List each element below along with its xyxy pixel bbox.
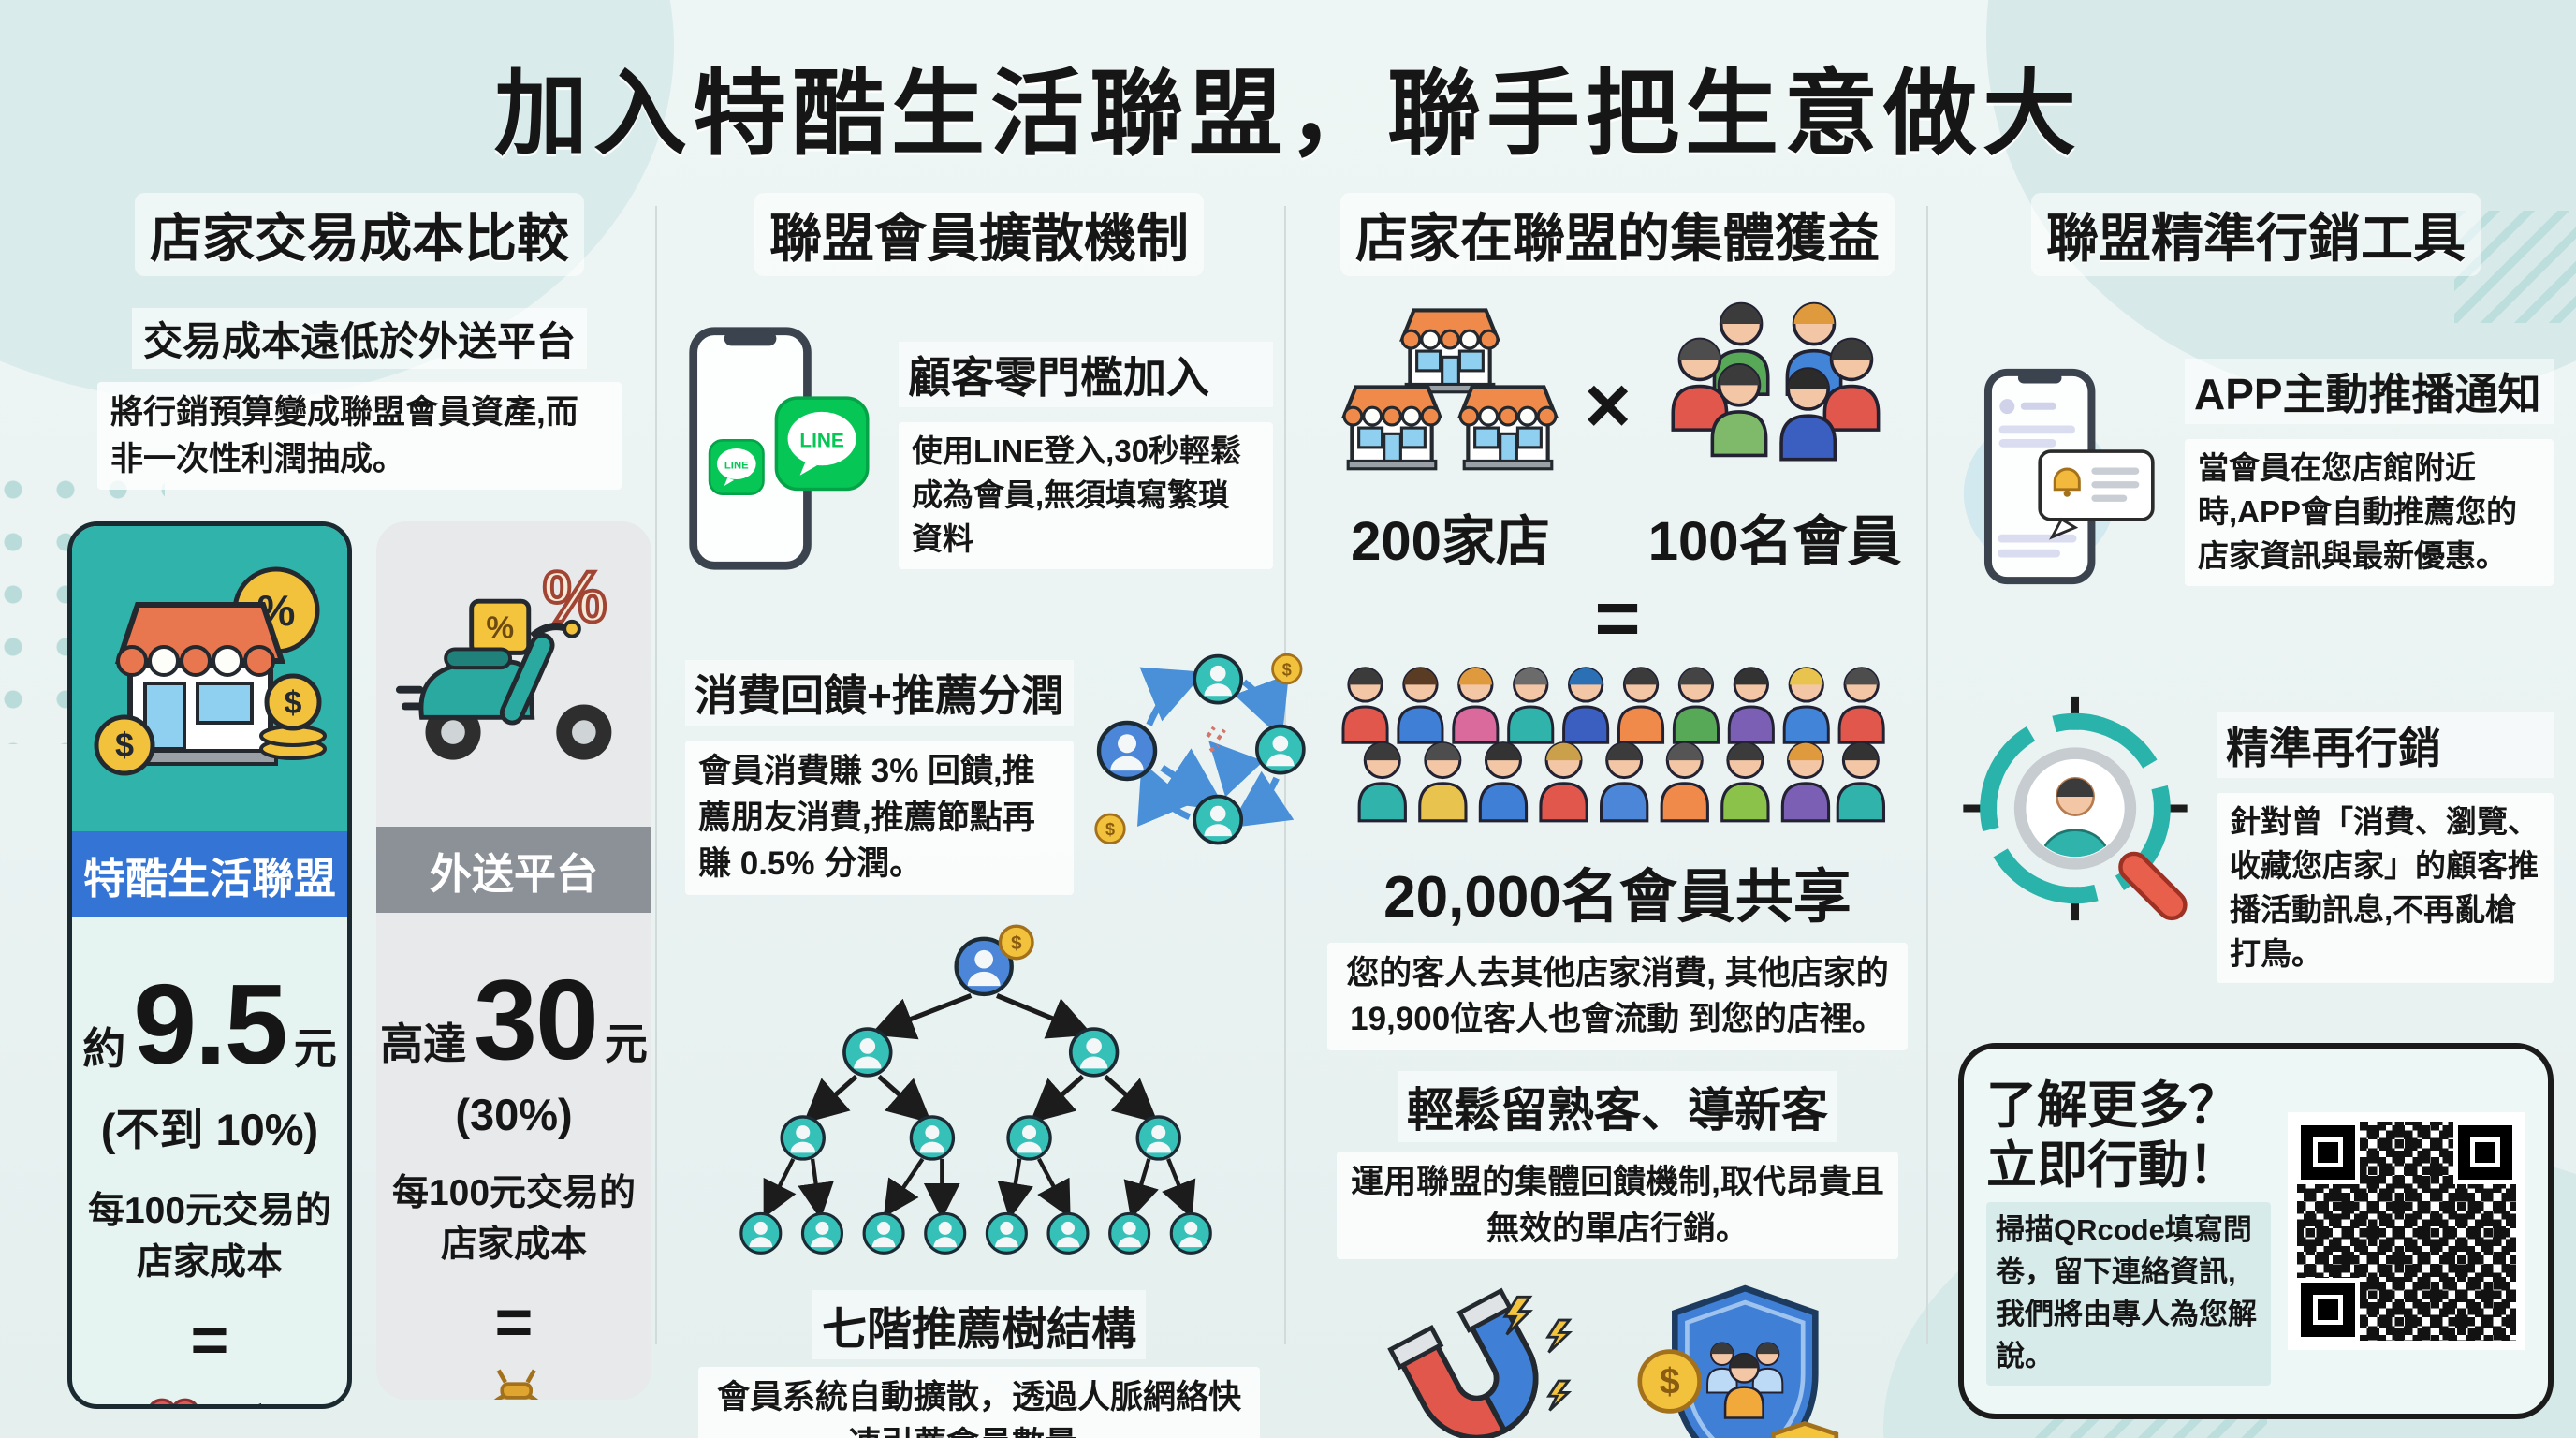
svg-text:LINE: LINE bbox=[799, 430, 844, 451]
retain-title: 輕鬆留熟客、導新客 bbox=[1398, 1070, 1837, 1142]
cta-description: 掃描QRcode填寫問卷，留下連絡資訊,我們將由專人為您解說。 bbox=[1986, 1201, 2271, 1386]
push-description: 當會員在您店館附近時,APP會自動推薦您的店家資訊與最新優惠。 bbox=[2185, 439, 2554, 586]
stores-group-icon bbox=[1333, 301, 1567, 488]
phone-line-icon: LINE LINE bbox=[689, 327, 870, 570]
svg-text:%: % bbox=[486, 611, 514, 646]
retarget-title: 精準再行銷 bbox=[2217, 712, 2554, 778]
column1-heading: 店家交易成本比較 bbox=[135, 193, 584, 276]
tree-description: 會員系統自動擴散，透過人脈網絡快速引薦會員數量。 bbox=[698, 1367, 1260, 1438]
delivery-scooter-icon: % % bbox=[395, 555, 612, 760]
column2-heading: 聯盟會員擴散機制 bbox=[754, 193, 1204, 276]
retain-description: 運用聯盟的集體回饋機制,取代昂貴且無效的單店行銷。 bbox=[1337, 1151, 1898, 1260]
column4-heading: 聯盟精準行銷工具 bbox=[2031, 193, 2481, 276]
svg-text:$: $ bbox=[1105, 820, 1115, 839]
qr-finder-icon bbox=[2301, 1125, 2355, 1181]
column-member-growth: 聯盟會員擴散機制 LINE LINE 顧客零門檻加 bbox=[685, 193, 1306, 1438]
qr-code bbox=[2288, 1112, 2525, 1351]
members-group-icon bbox=[1671, 301, 1881, 462]
svg-text:$: $ bbox=[285, 685, 302, 721]
join-title: 顧客零門檻加入 bbox=[899, 342, 1273, 407]
shared-members-description: 您的客人去其他店家消費, 其他店家的19,900位客人也會流動 到您的店裡。 bbox=[1327, 942, 1908, 1050]
column-divider bbox=[1926, 206, 1928, 1344]
delivery-percent-note: (30%) bbox=[455, 1090, 573, 1140]
svg-text:LINE: LINE bbox=[724, 461, 749, 472]
column1-description: 將行銷預算變成聯盟會員資產,而非一次性利潤抽成。 bbox=[97, 382, 622, 491]
svg-text:$: $ bbox=[1282, 660, 1292, 679]
shared-members-title: 20,000名會員共享 bbox=[1383, 864, 1852, 930]
phone-notification-icon bbox=[1963, 368, 2155, 585]
push-title: APP主動推播通知 bbox=[2185, 359, 2554, 424]
page-title: 加入特酷生活聯盟，聯手把生意做大 bbox=[494, 62, 2082, 167]
tree-title: 七階推薦樹結構 bbox=[812, 1290, 1146, 1360]
column-cost-comparison: 店家交易成本比較 交易成本遠低於外送平台 將行銷預算變成聯盟會員資產,而非一次性… bbox=[67, 193, 651, 1410]
delivery-basis: 每100元交易的 店家成本 bbox=[391, 1173, 637, 1265]
equals-sign: = bbox=[494, 1284, 534, 1358]
cta-title: 了解更多？ 立即行動！ bbox=[1986, 1078, 2239, 1195]
join-description: 使用LINE登入,30秒輕鬆成為會員,無須填寫繁瑣資料 bbox=[899, 422, 1273, 569]
referral-tree-icon: $ bbox=[739, 924, 1212, 1255]
alliance-card-label: 特酷生活聯盟 bbox=[72, 831, 347, 918]
retarget-icon bbox=[1963, 696, 2188, 921]
alliance-price: 約 9.5 元 bbox=[82, 961, 337, 1089]
column-collective-benefit: 店家在聯盟的集體獲益 200家店 × bbox=[1318, 193, 1917, 1438]
equals-sign: = bbox=[1594, 574, 1641, 662]
delivery-cost-card: % % bbox=[376, 521, 651, 1401]
retarget-description: 針對曾「消費、瀏覽、收藏您店家」的顧客推播活動訊息,不再亂槍打鳥。 bbox=[2217, 793, 2554, 984]
qr-finder-icon bbox=[2458, 1125, 2512, 1181]
column-marketing-tools: 聯盟精準行銷工具 APP主動推播通知 當會員 bbox=[1958, 193, 2554, 1419]
growth-chart-icon bbox=[149, 1398, 262, 1405]
storefront-icon: % $ bbox=[94, 566, 327, 776]
members-count-label: 100名會員 bbox=[1647, 511, 1902, 572]
multiply-sign: × bbox=[1584, 360, 1632, 450]
line-app-icon-small: LINE bbox=[708, 439, 765, 495]
alliance-cost-card: % $ bbox=[67, 521, 352, 1410]
alliance-basis: 每100元交易的 店家成本 bbox=[87, 1191, 332, 1283]
column1-subheading: 交易成本遠低於外送平台 bbox=[131, 308, 587, 369]
magnet-icon bbox=[1386, 1287, 1573, 1438]
alliance-percent-note: (不到 10%) bbox=[100, 1105, 319, 1155]
column-divider bbox=[655, 206, 657, 1344]
crowd-icon bbox=[1341, 666, 1886, 822]
delivery-card-label: 外送平台 bbox=[376, 827, 651, 914]
stores-count-label: 200家店 bbox=[1351, 511, 1550, 572]
svg-text:$: $ bbox=[115, 726, 134, 764]
svg-text:$: $ bbox=[1659, 1361, 1679, 1402]
money-bag-hand-icon: $ bbox=[492, 1369, 540, 1401]
equals-sign: = bbox=[190, 1302, 229, 1376]
delivery-price: 高達 30 元 bbox=[380, 956, 648, 1084]
referral-cycle-icon: $ $ bbox=[1094, 653, 1306, 845]
column3-heading: 店家在聯盟的集體獲益 bbox=[1340, 193, 1895, 276]
cta-box: 了解更多？ 立即行動！ 掃描QRcode填寫問卷，留下連絡資訊,我們將由專人為您… bbox=[1958, 1043, 2554, 1419]
reward-title: 消費回饋+推薦分潤 bbox=[685, 660, 1074, 726]
qr-finder-icon bbox=[2301, 1283, 2355, 1338]
reward-description: 會員消費賺 3% 回饋,推薦朋友消費,推薦節點再賺 0.5% 分潤。 bbox=[685, 741, 1074, 896]
line-app-icon-large: LINE bbox=[774, 396, 870, 492]
svg-text:$: $ bbox=[1011, 932, 1022, 954]
shield-members-icon: $ bbox=[1636, 1284, 1838, 1438]
